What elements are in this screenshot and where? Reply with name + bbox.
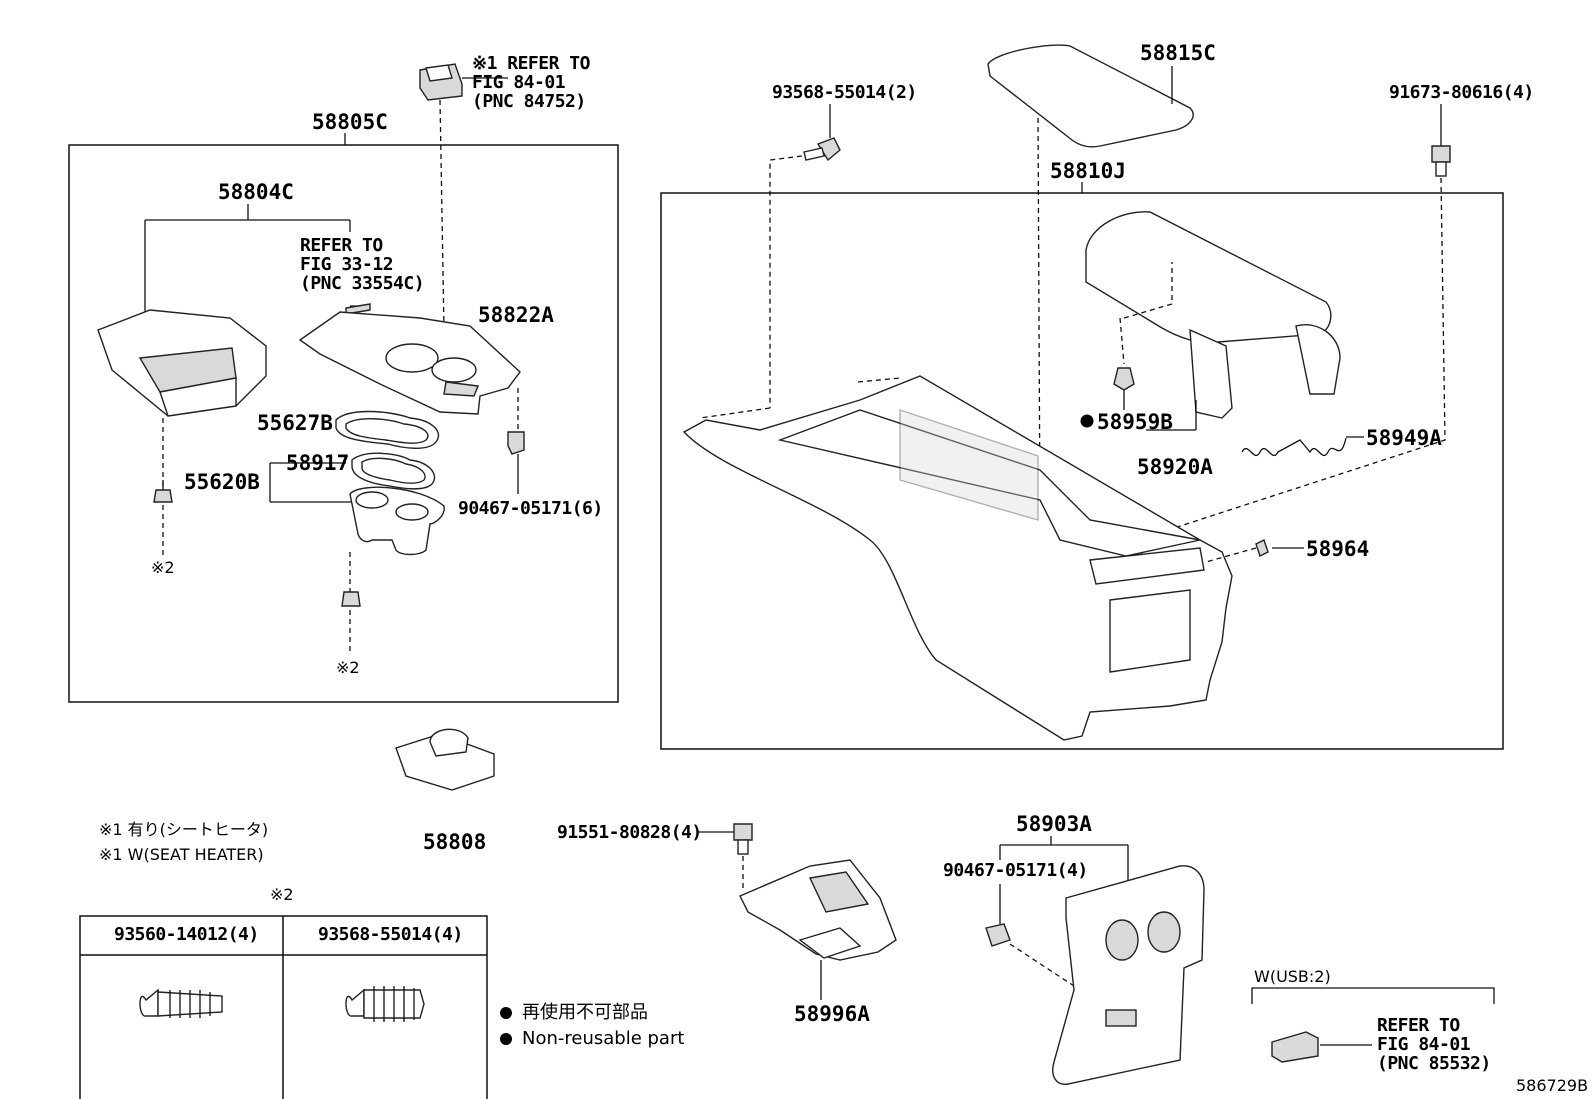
label-93568-55014-2: 93568-55014(2): [772, 82, 917, 103]
part-55620B: [349, 486, 445, 556]
label-90467-05171-6: 90467-05171(6): [458, 498, 603, 519]
part-58815C: [987, 44, 1194, 148]
part-58917: [351, 452, 436, 490]
ref-fig-84-01-top: ※1 REFER TO FIG 84-01 (PNC 84752): [472, 53, 590, 112]
label-90467-05171-4: 90467-05171(4): [943, 860, 1088, 881]
bolt-91551: [733, 823, 753, 855]
ref-fig-33-12: REFER TO FIG 33-12 (PNC 33554C): [300, 235, 425, 294]
part-58996A: [739, 859, 897, 961]
note-seat-heater-en: ※1 W(SEAT HEATER): [99, 845, 264, 864]
label-58920A: 58920A: [1137, 455, 1213, 479]
label-usb: W(USB:2): [1254, 967, 1331, 986]
label-58949A: 58949A: [1366, 426, 1442, 450]
part-58804C: [97, 309, 267, 417]
clip-58804C: [153, 480, 173, 503]
screw-93568: [345, 986, 425, 1022]
bolt-91673: [1431, 145, 1451, 177]
label-58805C: 58805C: [312, 110, 388, 134]
legend-bullet-en: [500, 1033, 512, 1045]
legend-jp: 再使用不可部品: [522, 1002, 648, 1023]
label-58808: 58808: [423, 830, 487, 854]
usb-port: [1271, 1031, 1319, 1063]
label-58903A: 58903A: [1016, 812, 1092, 836]
label-55620B: 55620B: [184, 470, 260, 494]
label-91673-80616-4: 91673-80616(4): [1389, 82, 1534, 103]
part-58822A: [298, 311, 521, 415]
mark-2-table: ※2: [270, 885, 294, 904]
clip-55620B: [341, 591, 361, 607]
part-58949A: [1241, 437, 1347, 457]
label-58822A: 58822A: [478, 303, 554, 327]
legend-en: Non-reusable part: [522, 1028, 685, 1049]
table-header-93560: 93560-14012(4): [114, 924, 259, 945]
label-58815C: 58815C: [1140, 41, 1216, 65]
screw-93560: [139, 988, 223, 1018]
part-58903A: [1052, 865, 1205, 1085]
bolt-93568: [803, 137, 841, 162]
part-58920A: [1085, 211, 1341, 419]
part-58808: [395, 728, 495, 791]
bullet-58959B: [1080, 414, 1094, 428]
part-58964: [1255, 539, 1269, 557]
clip-90467-4: [985, 923, 1011, 947]
ref-fig-84-01-bottom: REFER TO FIG 84-01 (PNC 85532): [1377, 1015, 1491, 1074]
part-58959B: [1113, 367, 1135, 391]
mark-2-b: ※2: [336, 658, 360, 677]
legend-bullet-jp: [500, 1007, 512, 1019]
label-58959B: 58959B: [1097, 410, 1173, 434]
mark-2-a: ※2: [151, 558, 175, 577]
frame-58805C: [68, 144, 619, 703]
note-seat-heater-jp: ※1 有り(シートヒータ): [99, 820, 269, 839]
label-58804C: 58804C: [218, 180, 294, 204]
label-91551-80828-4: 91551-80828(4): [557, 822, 702, 843]
part-58810J: [682, 375, 1233, 741]
label-58810J: 58810J: [1050, 159, 1126, 183]
label-58964: 58964: [1306, 537, 1370, 561]
part-55627B: [335, 410, 440, 449]
table-header-93568: 93568-55014(4): [318, 924, 463, 945]
diagram-id: 586729B: [1516, 1076, 1589, 1095]
label-55627B: 55627B: [257, 411, 333, 435]
label-58917: 58917: [286, 451, 350, 475]
seat-heater-switch: [419, 63, 463, 101]
clip-58822A: [507, 431, 525, 455]
label-58996A: 58996A: [794, 1002, 870, 1026]
